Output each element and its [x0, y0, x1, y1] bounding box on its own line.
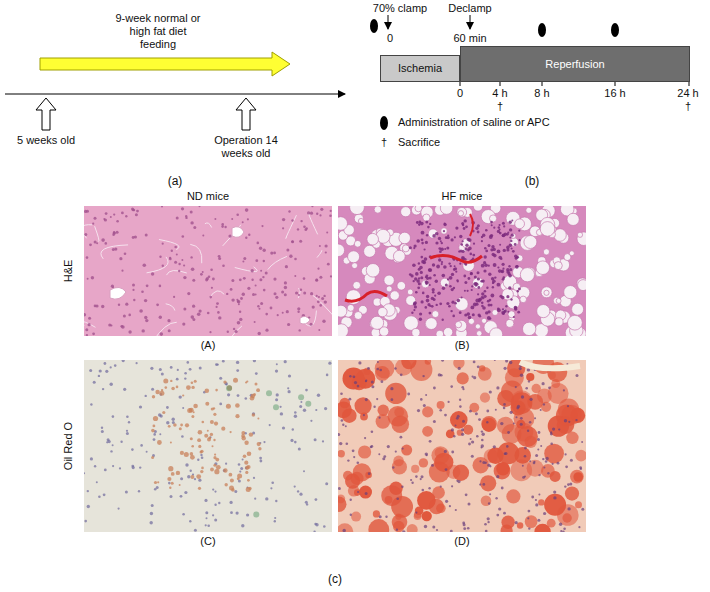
panel-label: (A): [84, 339, 332, 352]
axis-tick-label: 24 h: [677, 87, 698, 100]
axis-tick-label: 16 h: [604, 87, 625, 100]
time-label: 60 min: [453, 32, 486, 45]
time-label: 0: [387, 32, 393, 45]
sacrifice-mark: †: [381, 136, 387, 149]
legend-text: Administration of saline or APC: [398, 116, 550, 129]
event-label: 70% clamp: [373, 2, 427, 15]
row-heading: H&E: [62, 260, 75, 283]
panel-letter: (c): [328, 572, 342, 586]
axis-tick-label: 0: [457, 87, 463, 100]
ischemia-bar: Ischemia: [380, 55, 460, 82]
sacrifice-mark: †: [685, 100, 691, 113]
phase-label: Reperfusion: [545, 58, 604, 71]
phase-label: Ischemia: [398, 62, 442, 75]
dose-oval: [611, 23, 619, 37]
panel-letter: (b): [525, 174, 540, 188]
clamp-arrow: [388, 15, 389, 29]
dose-oval: [370, 19, 378, 33]
axis-tick-label: 8 h: [534, 87, 549, 100]
micrograph-panel: (D): [338, 360, 586, 532]
hollow-arrow: [236, 98, 256, 130]
hollow-arrow: [36, 98, 56, 130]
tick: [615, 82, 616, 86]
diet-note: 9-week normal or high fat diet feeding: [110, 12, 206, 51]
panel-label: (B): [338, 339, 586, 352]
diet-arrow: [40, 52, 290, 76]
micrograph-panel: (C): [84, 360, 332, 532]
panel-label: (C): [84, 535, 332, 548]
reperfusion-bar: Reperfusion: [460, 46, 690, 82]
row-heading: Oil Red O: [62, 422, 75, 470]
tick: [460, 82, 461, 86]
micrograph-panel: (B): [338, 206, 586, 336]
column-heading: HF mice: [442, 190, 483, 203]
tick: [500, 82, 501, 86]
tick: [689, 82, 690, 86]
age-label: Operation 14 weeks old: [211, 134, 281, 160]
timeline-axis: [5, 94, 345, 95]
dose-oval: [538, 23, 546, 37]
panel-label: (D): [338, 535, 586, 548]
panel-letter: (a): [168, 174, 183, 188]
legend-oval: [380, 116, 388, 130]
sacrifice-mark: †: [497, 100, 503, 113]
declamp-arrow: [470, 15, 471, 29]
legend-text: Sacrifice: [398, 136, 440, 149]
event-label: Declamp: [448, 2, 491, 15]
axis-tick-label: 4 h: [492, 87, 507, 100]
age-label: 5 weeks old: [17, 134, 75, 147]
tick: [542, 82, 543, 86]
column-heading: ND mice: [187, 190, 229, 203]
micrograph-panel: (A): [84, 206, 332, 336]
